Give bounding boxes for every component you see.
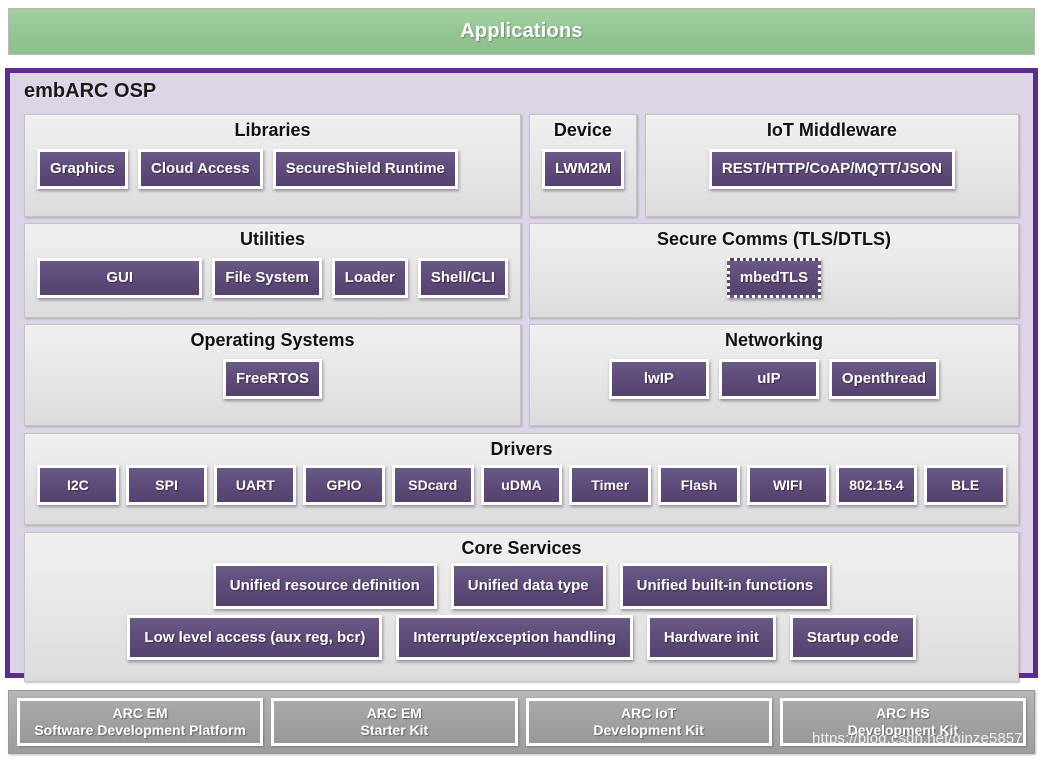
- driver-udma[interactable]: uDMA: [480, 464, 563, 506]
- component-file-system[interactable]: File System: [212, 257, 322, 298]
- kit-line2: Development Kit: [593, 722, 704, 738]
- core-unified-resource-definition[interactable]: Unified resource definition: [212, 562, 437, 609]
- core-services-row-2: Low level access (aux reg, bcr) Interrup…: [25, 609, 1018, 661]
- applications-layer: Applications: [8, 8, 1035, 55]
- component-secureshield-runtime[interactable]: SecureShield Runtime: [272, 148, 458, 189]
- panel-secure-comms: Secure Comms (TLS/DTLS) mbedTLS: [529, 223, 1019, 318]
- kit-arc-em-software-development-platform[interactable]: ARC EM Software Development Platform: [17, 698, 264, 746]
- kit-line1: ARC EM: [112, 704, 168, 721]
- driver-gpio[interactable]: GPIO: [303, 464, 385, 506]
- panel-title-libraries: Libraries: [234, 120, 311, 140]
- driver-ble[interactable]: BLE: [924, 464, 1007, 506]
- kit-line1: ARC IoT: [621, 704, 677, 721]
- driver-spi[interactable]: SPI: [125, 464, 208, 506]
- panel-drivers: Drivers I2C SPI UART GPIO SDcard uDMA Ti…: [24, 433, 1019, 525]
- panel-title-drivers: Drivers: [490, 439, 553, 459]
- component-graphics[interactable]: Graphics: [37, 148, 129, 189]
- panel-items-drivers: I2C SPI UART GPIO SDcard uDMA Timer Flas…: [25, 460, 1018, 514]
- core-startup-code[interactable]: Startup code: [789, 614, 916, 661]
- core-unified-data-type[interactable]: Unified data type: [450, 562, 606, 609]
- layer-row-os-networking: Operating Systems FreeRTOS Networking lw…: [24, 324, 1019, 426]
- component-mbedtls[interactable]: mbedTLS: [726, 257, 822, 298]
- component-cloud-access[interactable]: Cloud Access: [138, 148, 263, 189]
- panel-iot-middleware: IoT Middleware REST/HTTP/CoAP/MQTT/JSON: [644, 114, 1019, 217]
- kit-line1: ARC HS: [876, 704, 930, 721]
- kit-line2: Starter Kit: [360, 722, 429, 738]
- panel-title-device: Device: [553, 120, 612, 140]
- core-low-level-access[interactable]: Low level access (aux reg, bcr): [127, 614, 383, 661]
- component-gui[interactable]: GUI: [37, 257, 203, 298]
- panel-items-secure-comms: mbedTLS: [530, 250, 1018, 308]
- component-lwip[interactable]: lwIP: [608, 358, 709, 399]
- driver-uart[interactable]: UART: [214, 464, 297, 506]
- panel-items-device: LWM2M: [530, 141, 636, 199]
- component-loader[interactable]: Loader: [331, 257, 408, 298]
- driver-i2c[interactable]: I2C: [36, 464, 119, 506]
- component-openthread[interactable]: Openthread: [828, 358, 940, 399]
- panel-title-networking: Networking: [724, 330, 823, 350]
- embarc-osp-body: Libraries Graphics Cloud Access SecureSh…: [24, 114, 1019, 682]
- core-hardware-init[interactable]: Hardware init: [646, 614, 776, 661]
- panel-operating-systems: Operating Systems FreeRTOS: [24, 324, 521, 426]
- driver-802-15-4[interactable]: 802.15.4: [835, 464, 918, 506]
- kit-line2: Development Kit: [847, 722, 959, 738]
- panel-items-libraries: Graphics Cloud Access SecureShield Runti…: [25, 141, 520, 199]
- panel-title-core-services: Core Services: [461, 538, 582, 558]
- panel-title-utilities: Utilities: [239, 229, 305, 249]
- applications-label: Applications: [460, 20, 583, 42]
- component-freertos[interactable]: FreeRTOS: [222, 358, 323, 399]
- driver-flash[interactable]: Flash: [658, 464, 740, 506]
- kit-arc-iot-development-kit[interactable]: ARC IoT Development Kit: [525, 698, 772, 746]
- layer-row-middleware: Libraries Graphics Cloud Access SecureSh…: [24, 114, 1019, 217]
- panel-items-iot-middleware: REST/HTTP/CoAP/MQTT/JSON: [646, 141, 1018, 199]
- panel-networking: Networking lwIP uIP Openthread: [529, 324, 1019, 426]
- panel-title-operating-systems: Operating Systems: [190, 330, 355, 350]
- component-shell-cli[interactable]: Shell/CLI: [417, 257, 508, 298]
- driver-timer[interactable]: Timer: [569, 464, 652, 506]
- panel-core-services: Core Services Unified resource definitio…: [24, 532, 1019, 682]
- layer-row-utilities-secure: Utilities GUI File System Loader Shell/C…: [24, 223, 1019, 318]
- panel-device: Device LWM2M: [529, 114, 637, 217]
- panel-items-utilities: GUI File System Loader Shell/CLI: [25, 250, 520, 308]
- embarc-osp-container: embARC OSP Libraries Graphics Cloud Acce…: [5, 68, 1038, 682]
- panel-title-iot-middleware: IoT Middleware: [766, 120, 897, 140]
- panel-items-operating-systems: FreeRTOS: [25, 351, 520, 409]
- panel-libraries: Libraries Graphics Cloud Access SecureSh…: [24, 114, 521, 217]
- driver-sdcard[interactable]: SDcard: [391, 464, 474, 506]
- panel-utilities: Utilities GUI File System Loader Shell/C…: [24, 223, 521, 318]
- component-uip[interactable]: uIP: [718, 358, 819, 399]
- hardware-kits-layer: ARC EM Software Development Platform ARC…: [8, 690, 1035, 754]
- kit-line2: Software Development Platform: [34, 722, 246, 738]
- kit-line1: ARC EM: [366, 704, 422, 721]
- panel-title-secure-comms: Secure Comms (TLS/DTLS): [656, 229, 892, 249]
- core-interrupt-exception-handling[interactable]: Interrupt/exception handling: [396, 614, 633, 661]
- embarc-osp-title: embARC OSP: [24, 80, 157, 102]
- core-unified-builtin-functions[interactable]: Unified built-in functions: [619, 562, 831, 609]
- component-rest-http-coap-mqtt-json[interactable]: REST/HTTP/CoAP/MQTT/JSON: [708, 148, 955, 189]
- component-lwm2m[interactable]: LWM2M: [542, 148, 624, 189]
- driver-wifi[interactable]: WIFI: [746, 464, 829, 506]
- panel-items-networking: lwIP uIP Openthread: [530, 351, 1018, 409]
- core-services-row-1: Unified resource definition Unified data…: [25, 559, 1018, 609]
- kit-arc-em-starter-kit[interactable]: ARC EM Starter Kit: [271, 698, 518, 746]
- kit-arc-hs-development-kit[interactable]: ARC HS Development Kit: [779, 698, 1026, 746]
